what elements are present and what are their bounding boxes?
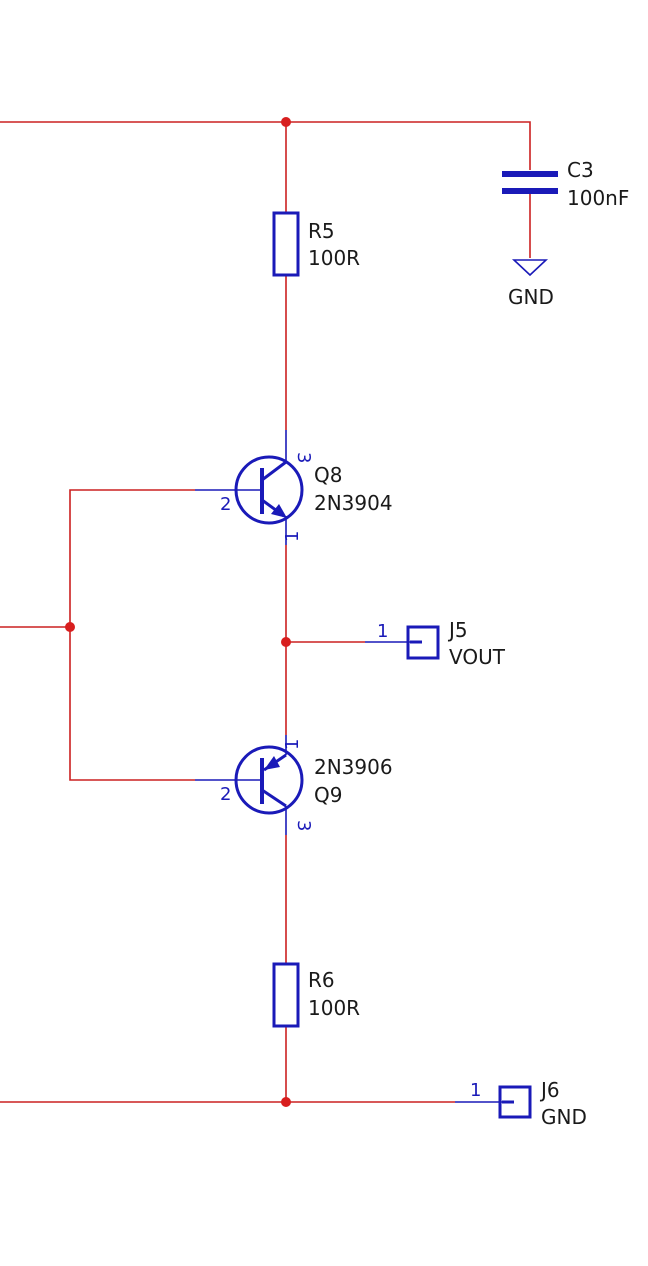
r5-value-label: 100R — [308, 246, 360, 270]
q9-pin-collector: 3 — [293, 820, 314, 831]
resistor-r6[interactable]: R6 100R — [272, 962, 360, 1028]
wire-top-rail — [0, 121, 531, 170]
r5-ref-label: R5 — [308, 219, 335, 243]
wires — [0, 121, 531, 1103]
q8-collector — [261, 460, 287, 482]
q9-pin-base: 2 — [220, 784, 231, 805]
j5-value-label: VOUT — [449, 645, 506, 669]
r6-body — [272, 962, 300, 1028]
c3-ref-label: C3 — [567, 158, 594, 182]
q9-value-label: 2N3906 — [314, 755, 393, 779]
q8-value-label: 2N3904 — [314, 491, 393, 515]
connector-j5[interactable]: 1 J5 VOUT — [365, 618, 506, 669]
q8-pin-base: 2 — [220, 494, 231, 515]
gnd-icon — [511, 259, 549, 277]
junction-output — [281, 637, 291, 647]
junction-top — [281, 117, 291, 127]
c3-value-label: 100nF — [567, 186, 629, 210]
q8-pin-emitter: 1 — [282, 531, 303, 542]
r6-value-label: 100R — [308, 996, 360, 1020]
junctions — [65, 117, 291, 1107]
transistor-q8[interactable]: 3 2 1 Q8 2N3904 — [195, 430, 393, 545]
wire-base-network — [69, 489, 195, 781]
connector-j6[interactable]: 1 J6 GND — [455, 1078, 587, 1129]
junction-input — [65, 622, 75, 632]
q8-emitter-arrow-icon — [271, 504, 287, 518]
j6-ref-label: J6 — [539, 1078, 560, 1102]
q8-ref-label: Q8 — [314, 463, 342, 487]
j5-ref-label: J5 — [447, 618, 468, 642]
q9-pin-emitter: 1 — [282, 739, 303, 750]
gnd-symbol: GND — [508, 259, 554, 309]
transistor-q9[interactable]: 1 2 3 2N3906 Q9 — [195, 735, 393, 835]
capacitor-c3[interactable]: C3 100nF — [502, 158, 629, 210]
q9-emitter-arrow-icon — [264, 756, 280, 770]
resistor-r5[interactable]: R5 100R — [272, 211, 360, 277]
r5-body — [272, 211, 300, 277]
junction-bottom — [281, 1097, 291, 1107]
r6-ref-label: R6 — [308, 968, 335, 992]
q8-pin-collector: 3 — [293, 452, 314, 463]
q9-collector — [261, 788, 287, 808]
j6-pin-number: 1 — [470, 1080, 481, 1101]
j6-value-label: GND — [541, 1105, 587, 1129]
j5-body — [406, 625, 440, 660]
j5-pin-number: 1 — [377, 621, 388, 642]
j6-body — [498, 1085, 532, 1119]
q9-ref-label: Q9 — [314, 783, 342, 807]
gnd-label: GND — [508, 285, 554, 309]
